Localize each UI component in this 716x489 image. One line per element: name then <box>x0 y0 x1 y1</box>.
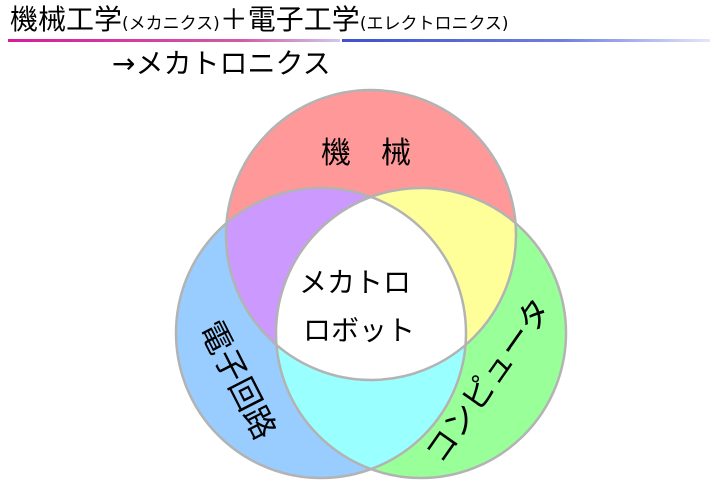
title-mechanics-paren: (メカニクス) <box>122 14 220 34</box>
label-center-line2: ロボット <box>303 314 415 347</box>
title-underline-right <box>342 39 710 42</box>
label-mechanics: 機 械 <box>321 136 411 171</box>
center-region <box>276 188 466 380</box>
outline-left <box>174 186 468 480</box>
label-center-line1: メカトロ <box>299 266 411 299</box>
outline-top <box>224 88 518 382</box>
title-plus: ＋ <box>219 3 248 36</box>
title-mechanical-engineering: 機械工学 <box>10 3 123 36</box>
outline-right <box>274 186 568 480</box>
subtitle: →メカトロニクス <box>112 47 331 80</box>
title-electronic-engineering: 電子工学 <box>247 3 360 36</box>
title-underline-left <box>8 39 340 42</box>
page-title: 機械工学(メカニクス)＋電子工学(エレクトロニクス) <box>10 2 509 42</box>
title-electronics-paren: (エレクトロニクス) <box>359 14 509 34</box>
